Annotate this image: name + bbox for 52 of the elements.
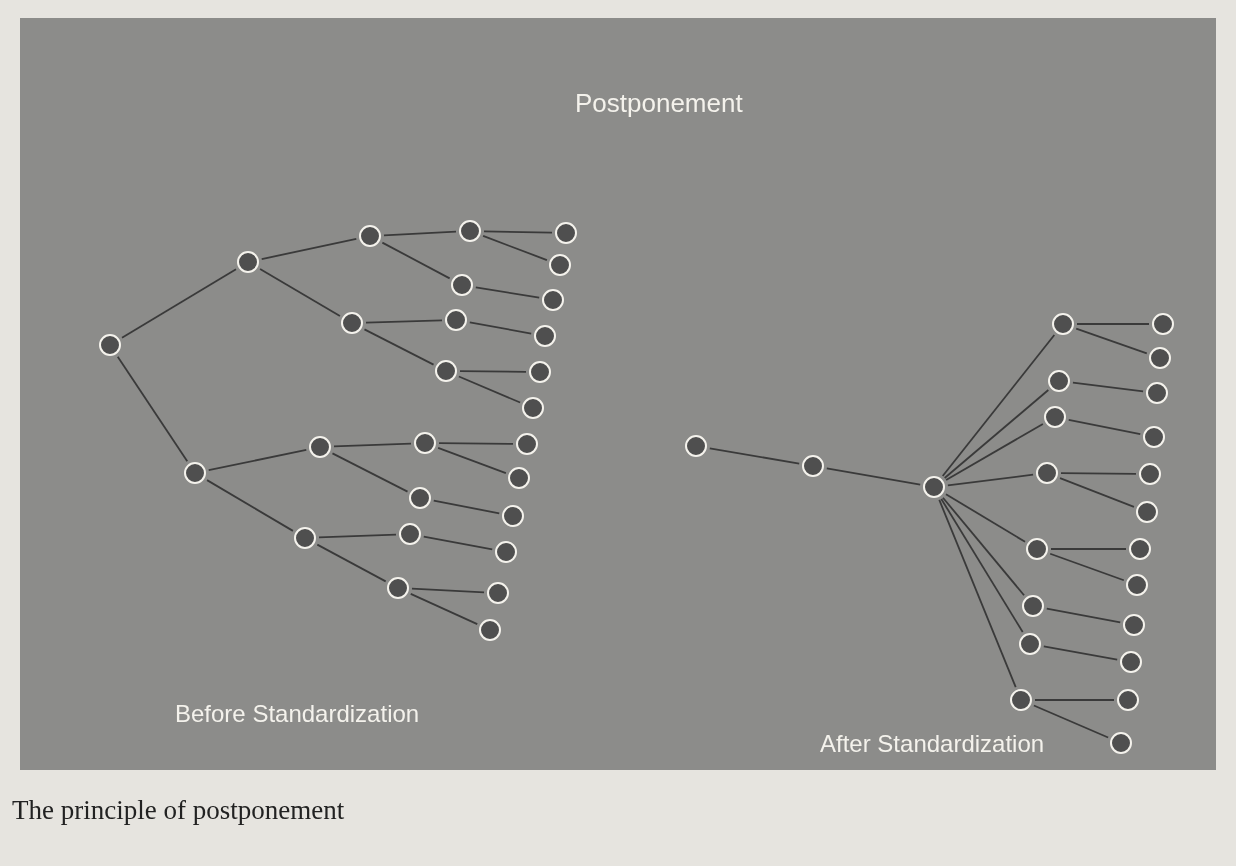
connector-line	[316, 543, 387, 583]
connector-line	[1045, 607, 1122, 624]
connector-line	[708, 447, 801, 465]
connector-line	[1067, 418, 1142, 436]
connector-line	[438, 442, 514, 445]
connector-line	[1076, 323, 1150, 325]
connector-line	[940, 498, 1024, 633]
connector-line	[331, 452, 409, 493]
connector-line	[1072, 381, 1144, 393]
connector-line	[943, 389, 1050, 479]
connector-line	[1075, 327, 1148, 355]
connector-line	[411, 587, 485, 594]
connector-line	[409, 592, 479, 626]
connector-line	[482, 235, 548, 261]
connector-line	[458, 375, 521, 404]
connector-line	[422, 535, 494, 551]
connector-line	[1034, 699, 1115, 701]
connector-line	[381, 241, 451, 280]
connector-line	[945, 423, 1044, 481]
connector-line	[942, 496, 1025, 597]
connector-line	[437, 447, 507, 474]
connector-line	[1050, 548, 1127, 550]
panel-label: Before Standardization	[175, 700, 420, 728]
diagram-title: Postponement	[575, 88, 743, 119]
connector-line	[483, 230, 553, 234]
connector-line	[1059, 477, 1135, 508]
connector-line	[432, 499, 501, 515]
connector-line	[947, 473, 1034, 487]
connector-line	[1042, 645, 1119, 661]
connector-line	[206, 479, 294, 532]
connector-line	[1060, 472, 1137, 475]
connector-line	[318, 533, 397, 539]
connector-line	[1032, 704, 1110, 739]
connector-line	[474, 286, 541, 299]
connector-line	[938, 499, 1017, 688]
connector-line	[121, 268, 237, 339]
connector-line	[333, 442, 412, 448]
panel-label: After Standardization	[820, 730, 1045, 758]
connector-line	[116, 355, 189, 463]
connector-line	[207, 448, 308, 472]
connector-line	[260, 238, 358, 260]
connector-line	[945, 493, 1026, 543]
connector-line	[941, 334, 1056, 477]
connector-line	[468, 321, 533, 335]
connector-line	[825, 467, 922, 486]
connector-line	[1049, 552, 1125, 582]
connector-line	[259, 268, 341, 317]
connector-line	[383, 230, 457, 237]
connector-line	[365, 319, 443, 324]
connector-line	[363, 328, 435, 366]
figure-caption: The principle of postponement	[12, 795, 345, 826]
connector-line	[459, 370, 527, 373]
